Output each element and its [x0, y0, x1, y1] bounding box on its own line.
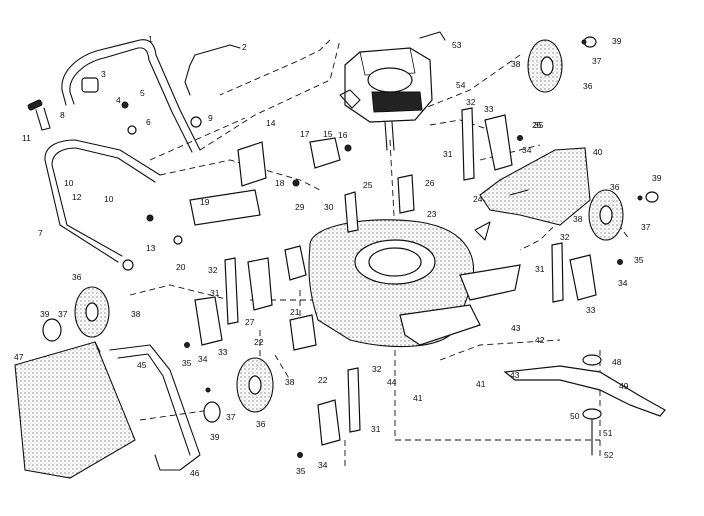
callout-14: 14: [266, 118, 276, 128]
callout-33: 33: [218, 347, 228, 357]
callout-29: 29: [295, 202, 305, 212]
callout-38: 38: [511, 59, 521, 69]
callout-37: 37: [226, 412, 236, 422]
callout-10: 10: [104, 194, 114, 204]
callout-31: 31: [371, 424, 381, 434]
callout-24: 24: [473, 194, 483, 204]
callout-22: 22: [318, 375, 328, 385]
mower-deck: [308, 219, 521, 348]
hardware-bolts: [121, 39, 643, 458]
callout-50: 50: [570, 411, 580, 421]
callout-54: 54: [456, 80, 466, 90]
callout-39: 39: [210, 432, 220, 442]
callout-33: 33: [484, 104, 494, 114]
callout-37: 37: [641, 222, 651, 232]
callout-8: 8: [60, 110, 65, 120]
callout-44: 44: [387, 377, 397, 387]
callout-6: 6: [146, 117, 151, 127]
callout-37: 37: [592, 56, 602, 66]
callout-4: 4: [116, 95, 121, 105]
callout-47: 47: [14, 352, 24, 362]
callout-32: 32: [466, 97, 476, 107]
callout-30: 30: [324, 202, 334, 212]
callout-33: 33: [586, 305, 596, 315]
callout-20: 20: [176, 262, 186, 272]
callout-51: 51: [603, 428, 613, 438]
callout-35: 35: [634, 255, 644, 265]
callout-49: 49: [619, 381, 629, 391]
callout-21: 21: [290, 307, 300, 317]
callout-42: 42: [535, 335, 545, 345]
callout-15: 15: [323, 129, 333, 139]
callout-35: 35: [534, 120, 544, 130]
callout-32: 32: [372, 364, 382, 374]
callout-17: 17: [300, 129, 310, 139]
callout-52: 52: [604, 450, 614, 460]
callout-40: 40: [593, 147, 603, 157]
callout-39: 39: [40, 309, 50, 319]
callout-43: 43: [510, 370, 520, 380]
callout-48: 48: [612, 357, 622, 367]
wheel-top-right: [527, 36, 597, 93]
callout-labels: 1 2 3 4 5 6 7 8 9 10 10 11 12 13 14 15 1…: [14, 34, 662, 478]
callout-53: 53: [452, 40, 462, 50]
callout-16: 16: [338, 130, 348, 140]
callout-22: 22: [254, 337, 264, 347]
callout-11: 11: [22, 133, 31, 143]
callout-27: 27: [245, 317, 255, 327]
callout-32: 32: [208, 265, 218, 275]
callout-10: 10: [64, 178, 74, 188]
blade-assembly: [503, 354, 666, 456]
callout-31: 31: [210, 288, 220, 298]
callout-7: 7: [38, 228, 43, 238]
callout-35: 35: [296, 466, 306, 476]
callout-5: 5: [140, 88, 145, 98]
callout-39: 39: [612, 36, 622, 46]
callout-41: 41: [476, 379, 486, 389]
callout-34: 34: [318, 460, 328, 470]
callout-23: 23: [427, 209, 437, 219]
wheel-left: [42, 286, 110, 342]
callout-45: 45: [137, 360, 147, 370]
callout-34: 34: [198, 354, 208, 364]
callout-25: 25: [363, 180, 373, 190]
callout-26: 26: [425, 178, 435, 188]
callout-32: 32: [560, 232, 570, 242]
callout-31: 31: [535, 264, 545, 274]
wheel-mid-right: [588, 189, 659, 241]
callout-1: 1: [148, 34, 153, 44]
callout-38: 38: [573, 214, 583, 224]
handle-assembly: [27, 39, 241, 271]
callout-36: 36: [583, 81, 593, 91]
callout-46: 46: [190, 468, 200, 478]
callout-12: 12: [72, 192, 82, 202]
rear-skirt: [479, 147, 591, 226]
height-adjusters: [189, 107, 597, 446]
callout-36: 36: [72, 272, 82, 282]
callout-41: 41: [413, 393, 423, 403]
callout-3: 3: [101, 69, 106, 79]
callout-25: 25: [532, 120, 542, 130]
callout-35: 35: [182, 358, 192, 368]
callout-39: 39: [652, 173, 662, 183]
wheel-bottom-center: [203, 357, 274, 423]
callout-36: 36: [256, 419, 266, 429]
callout-38: 38: [285, 377, 295, 387]
callout-38: 38: [131, 309, 141, 319]
callout-36: 36: [610, 182, 620, 192]
callout-34: 34: [522, 145, 532, 155]
callout-19: 19: [200, 197, 210, 207]
callout-2: 2: [242, 42, 247, 52]
callout-37: 37: [58, 309, 68, 319]
callout-34: 34: [618, 278, 628, 288]
callout-13: 13: [146, 243, 156, 253]
callout-18: 18: [275, 178, 285, 188]
callout-31: 31: [443, 149, 453, 159]
engine: [339, 31, 446, 151]
callout-9: 9: [208, 113, 213, 123]
callout-43: 43: [511, 323, 521, 333]
grass-catcher: [14, 341, 201, 479]
